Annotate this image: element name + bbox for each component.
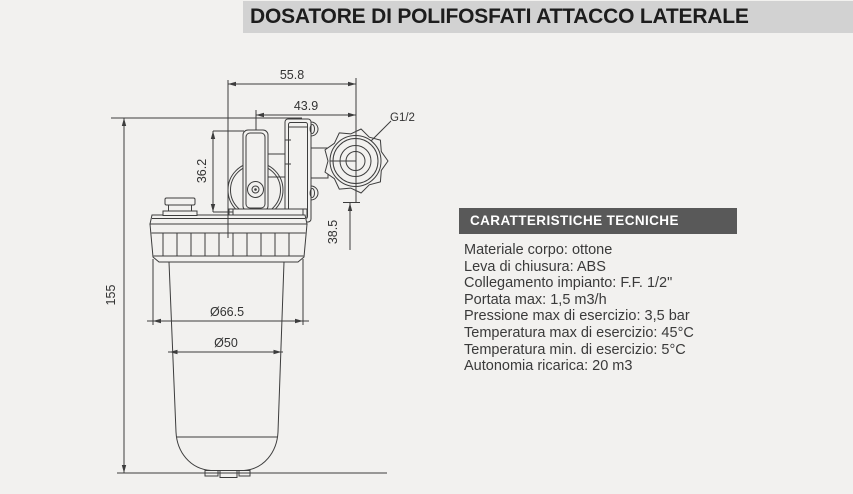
dim-total-height-label: 155: [104, 285, 118, 306]
shutoff-lever: [242, 129, 269, 212]
dim-lever-height-label: 36.2: [195, 159, 209, 183]
specs-panel: CARATTERISTICHE TECNICHE Materiale corpo…: [459, 208, 759, 375]
dim-bowl-diameter-label: Ø50: [214, 336, 238, 350]
page-title: DOSATORE DI POLIFOSFATI ATTACCO LATERALE: [250, 5, 749, 28]
spec-item-autonomy: Autonomia ricarica: 20 m3: [464, 358, 633, 375]
spec-item-temp-min: Temperatura min. di esercizio: 5°C: [464, 341, 686, 358]
spec-item-material: Materiale corpo: ottone: [464, 242, 613, 258]
filter-head: [227, 118, 329, 223]
dim-thread-label: G1/2: [390, 112, 415, 124]
dimension-lines: [111, 78, 392, 474]
title-bar: DOSATORE DI POLIFOSFATI ATTACCO LATERALE: [243, 1, 853, 33]
spec-item-temp-max: Temperatura max di esercizio: 45°C: [464, 324, 694, 341]
dim-cap-diameter-label: Ø66.5: [210, 305, 244, 319]
dim-connection-height-label: 38.5: [326, 220, 340, 244]
vent-knob: [162, 197, 198, 216]
technical-drawing: 55.8 43.9 36.2 38.5 155 Ø66.5 Ø50 G1/2: [104, 68, 415, 478]
spec-item-lever: Leva di chiusura: ABS: [464, 258, 606, 275]
dim-total-width-label: 55.8: [280, 68, 304, 82]
specs-list: Materiale corpo: ottone Leva di chiusura…: [459, 242, 759, 375]
specs-header: CARATTERISTICHE TECNICHE: [459, 208, 737, 234]
filter-bowl: [168, 261, 285, 478]
dimension-labels: 55.8 43.9 36.2 38.5 155 Ø66.5 Ø50 G1/2: [104, 68, 415, 350]
dim-valve-width-label: 43.9: [294, 99, 318, 113]
spec-item-pressure: Pressione max di esercizio: 3,5 bar: [464, 308, 690, 325]
spec-item-connection: Collegamento impianto: F.F. 1/2": [464, 275, 673, 292]
spec-item-flow: Portata max: 1,5 m3/h: [464, 291, 607, 308]
